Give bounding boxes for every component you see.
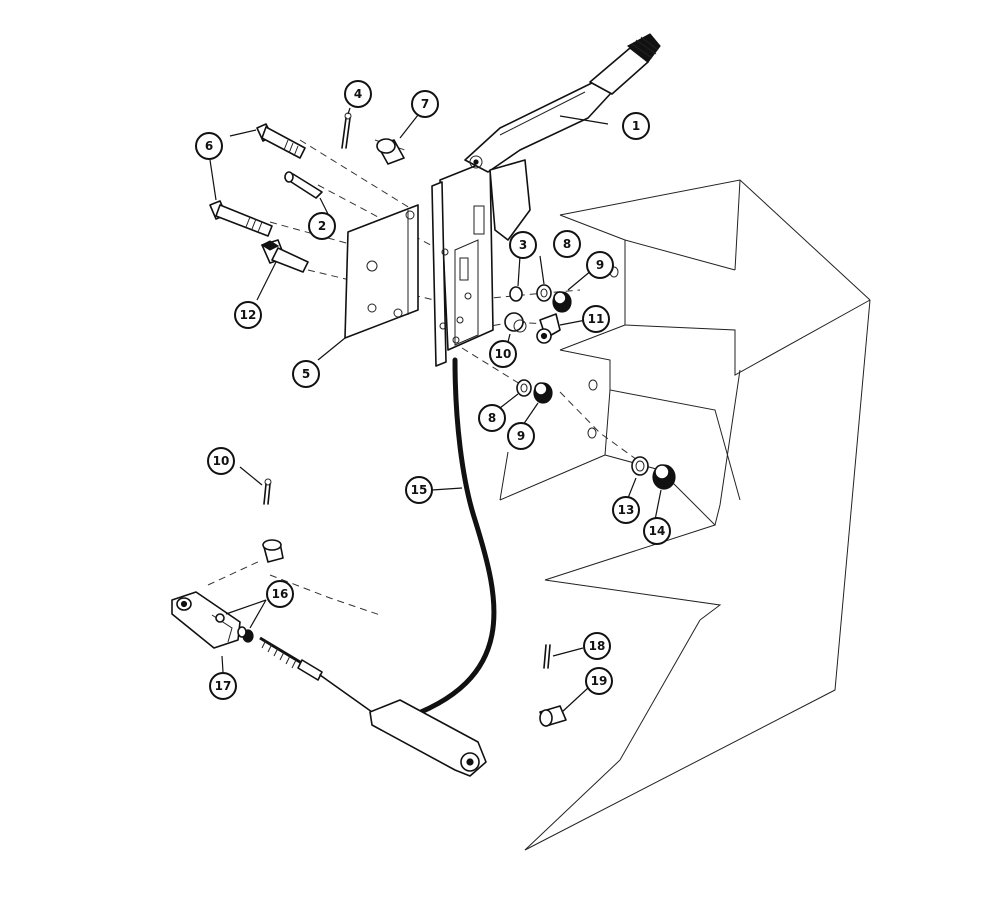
control-cable [259,357,497,723]
lower-lever-arm [369,699,487,777]
callout-12-label: 12 [240,308,257,322]
callout-2-label: 2 [318,219,326,233]
callout-7-label: 7 [421,97,429,111]
callout-10-lower-label: 10 [213,454,230,468]
lockwasher-8-lower [516,379,532,397]
cotter-pin-lower-left [263,478,272,505]
callout-10-upper-label: 10 [495,347,512,361]
hand-lever [464,33,661,241]
callout-13-label: 13 [618,503,635,517]
callout-10-lower: 10 [207,447,235,475]
nut-9-upper [552,291,572,313]
mounting-housing [499,179,871,851]
backing-plate [344,204,419,339]
callout-8-lower-label: 8 [488,411,496,425]
pin-19 [539,705,567,727]
cotter-pin-18 [543,644,551,669]
callout-2: 2 [308,212,336,240]
callout-14-label: 14 [649,524,666,538]
callout-9-lower-label: 9 [517,429,525,443]
bushing [376,138,405,165]
clevis [171,591,241,649]
callout-13: 13 [612,496,640,524]
callout-16: 16 [266,580,294,608]
pin [284,171,323,199]
lever-mounting-plate [431,159,494,367]
leader-lines [209,107,662,713]
callout-12: 12 [234,301,262,329]
callout-1: 1 [622,112,650,140]
callout-5-label: 5 [302,367,310,381]
callout-18-label: 18 [589,639,606,653]
callout-14: 14 [643,517,671,545]
callout-10-upper: 10 [489,340,517,368]
callout-16-label: 16 [272,587,289,601]
stud [260,239,309,273]
washer-10 [504,312,527,333]
lockwasher-8-upper [536,284,552,302]
nut-14 [652,464,676,490]
callout-4: 4 [344,80,372,108]
callout-6: 6 [195,132,223,160]
nut-9-lower [533,382,553,404]
callout-3: 3 [509,231,537,259]
callout-8-upper-label: 8 [563,237,571,251]
washer-3 [509,286,523,302]
callout-1-label: 1 [632,119,640,133]
lockwasher-13 [631,456,649,476]
callout-8-upper: 8 [553,230,581,258]
callout-7: 7 [411,90,439,118]
callout-17-label: 17 [215,679,232,693]
bolt-upper [256,123,306,159]
callout-11: 11 [582,305,610,333]
callout-8-lower: 8 [478,404,506,432]
callout-9-upper: 9 [586,251,614,279]
callout-11-label: 11 [588,312,605,326]
callout-5: 5 [292,360,320,388]
clamp-11 [536,313,561,344]
callout-3-label: 3 [519,238,527,252]
callout-6-label: 6 [205,139,213,153]
jam-nut-16 [237,626,254,643]
callout-19-label: 19 [591,674,608,688]
callout-19: 19 [585,667,613,695]
callout-4-label: 4 [354,87,362,101]
callout-17: 17 [209,672,237,700]
bolt-lower [209,200,273,237]
cotter-pin-upper [341,112,352,149]
callout-15-label: 15 [411,483,428,497]
clevis-pin [262,539,284,563]
callout-15: 15 [405,476,433,504]
callout-9-lower: 9 [507,422,535,450]
callout-18: 18 [583,632,611,660]
callout-9-upper-label: 9 [596,258,604,272]
